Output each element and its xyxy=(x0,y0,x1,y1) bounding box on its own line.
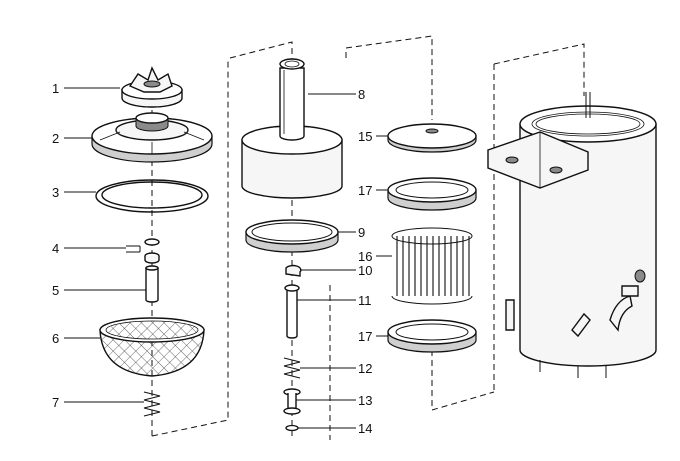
part-14-o-ring xyxy=(285,424,299,432)
part-10-clip xyxy=(285,264,302,277)
part-13-spool xyxy=(283,388,301,415)
right-assembly-column xyxy=(345,35,495,411)
leader-lines xyxy=(64,87,392,429)
label-part-10: 10 xyxy=(358,263,372,278)
label-part-16: 16 xyxy=(358,249,372,264)
right-frame-bottom xyxy=(431,340,495,411)
label-part-2: 2 xyxy=(52,131,59,146)
boiler-tank xyxy=(487,43,657,392)
part-labels: 1 2 3 4 5 6 7 8 9 10 11 12 13 14 15 17 1… xyxy=(52,81,372,436)
part-5-pin xyxy=(145,265,159,303)
label-part-7: 7 xyxy=(52,395,59,410)
label-part-17-lower: 17 xyxy=(358,329,372,344)
label-part-1: 1 xyxy=(52,81,59,96)
part-6-mesh-bowl xyxy=(99,317,205,377)
part-8-housing xyxy=(241,58,343,199)
label-part-9: 9 xyxy=(358,225,365,240)
label-part-14: 14 xyxy=(358,421,372,436)
part-9-seal-ring xyxy=(245,219,339,253)
part-16-finned-coil xyxy=(391,227,473,305)
middle-frame-top xyxy=(229,41,293,60)
part-4-washers xyxy=(126,238,160,264)
label-part-12: 12 xyxy=(358,361,372,376)
label-part-15: 15 xyxy=(358,129,372,144)
part-12-spring xyxy=(283,357,301,379)
part-2-cover xyxy=(91,112,213,163)
part-3-gasket xyxy=(95,179,209,213)
label-part-5: 5 xyxy=(52,283,59,298)
label-part-13: 13 xyxy=(358,393,372,408)
label-part-6: 6 xyxy=(52,331,59,346)
left-assembly-column xyxy=(91,58,229,440)
label-part-17-upper: 17 xyxy=(358,183,372,198)
part-11-rod xyxy=(284,284,300,339)
middle-assembly-column xyxy=(229,41,343,440)
part-17-lower-ring xyxy=(387,319,477,353)
left-frame-line xyxy=(151,58,229,440)
part-17-upper-ring xyxy=(387,177,477,211)
part-15-disc xyxy=(387,123,477,153)
tank-frame-top xyxy=(493,43,585,96)
part-7-spring xyxy=(143,391,161,417)
label-part-8: 8 xyxy=(358,87,365,102)
label-part-4: 4 xyxy=(52,241,59,256)
label-part-3: 3 xyxy=(52,185,59,200)
part-1-knob xyxy=(121,66,183,108)
label-part-11: 11 xyxy=(358,293,372,308)
right-frame-top xyxy=(345,35,433,120)
